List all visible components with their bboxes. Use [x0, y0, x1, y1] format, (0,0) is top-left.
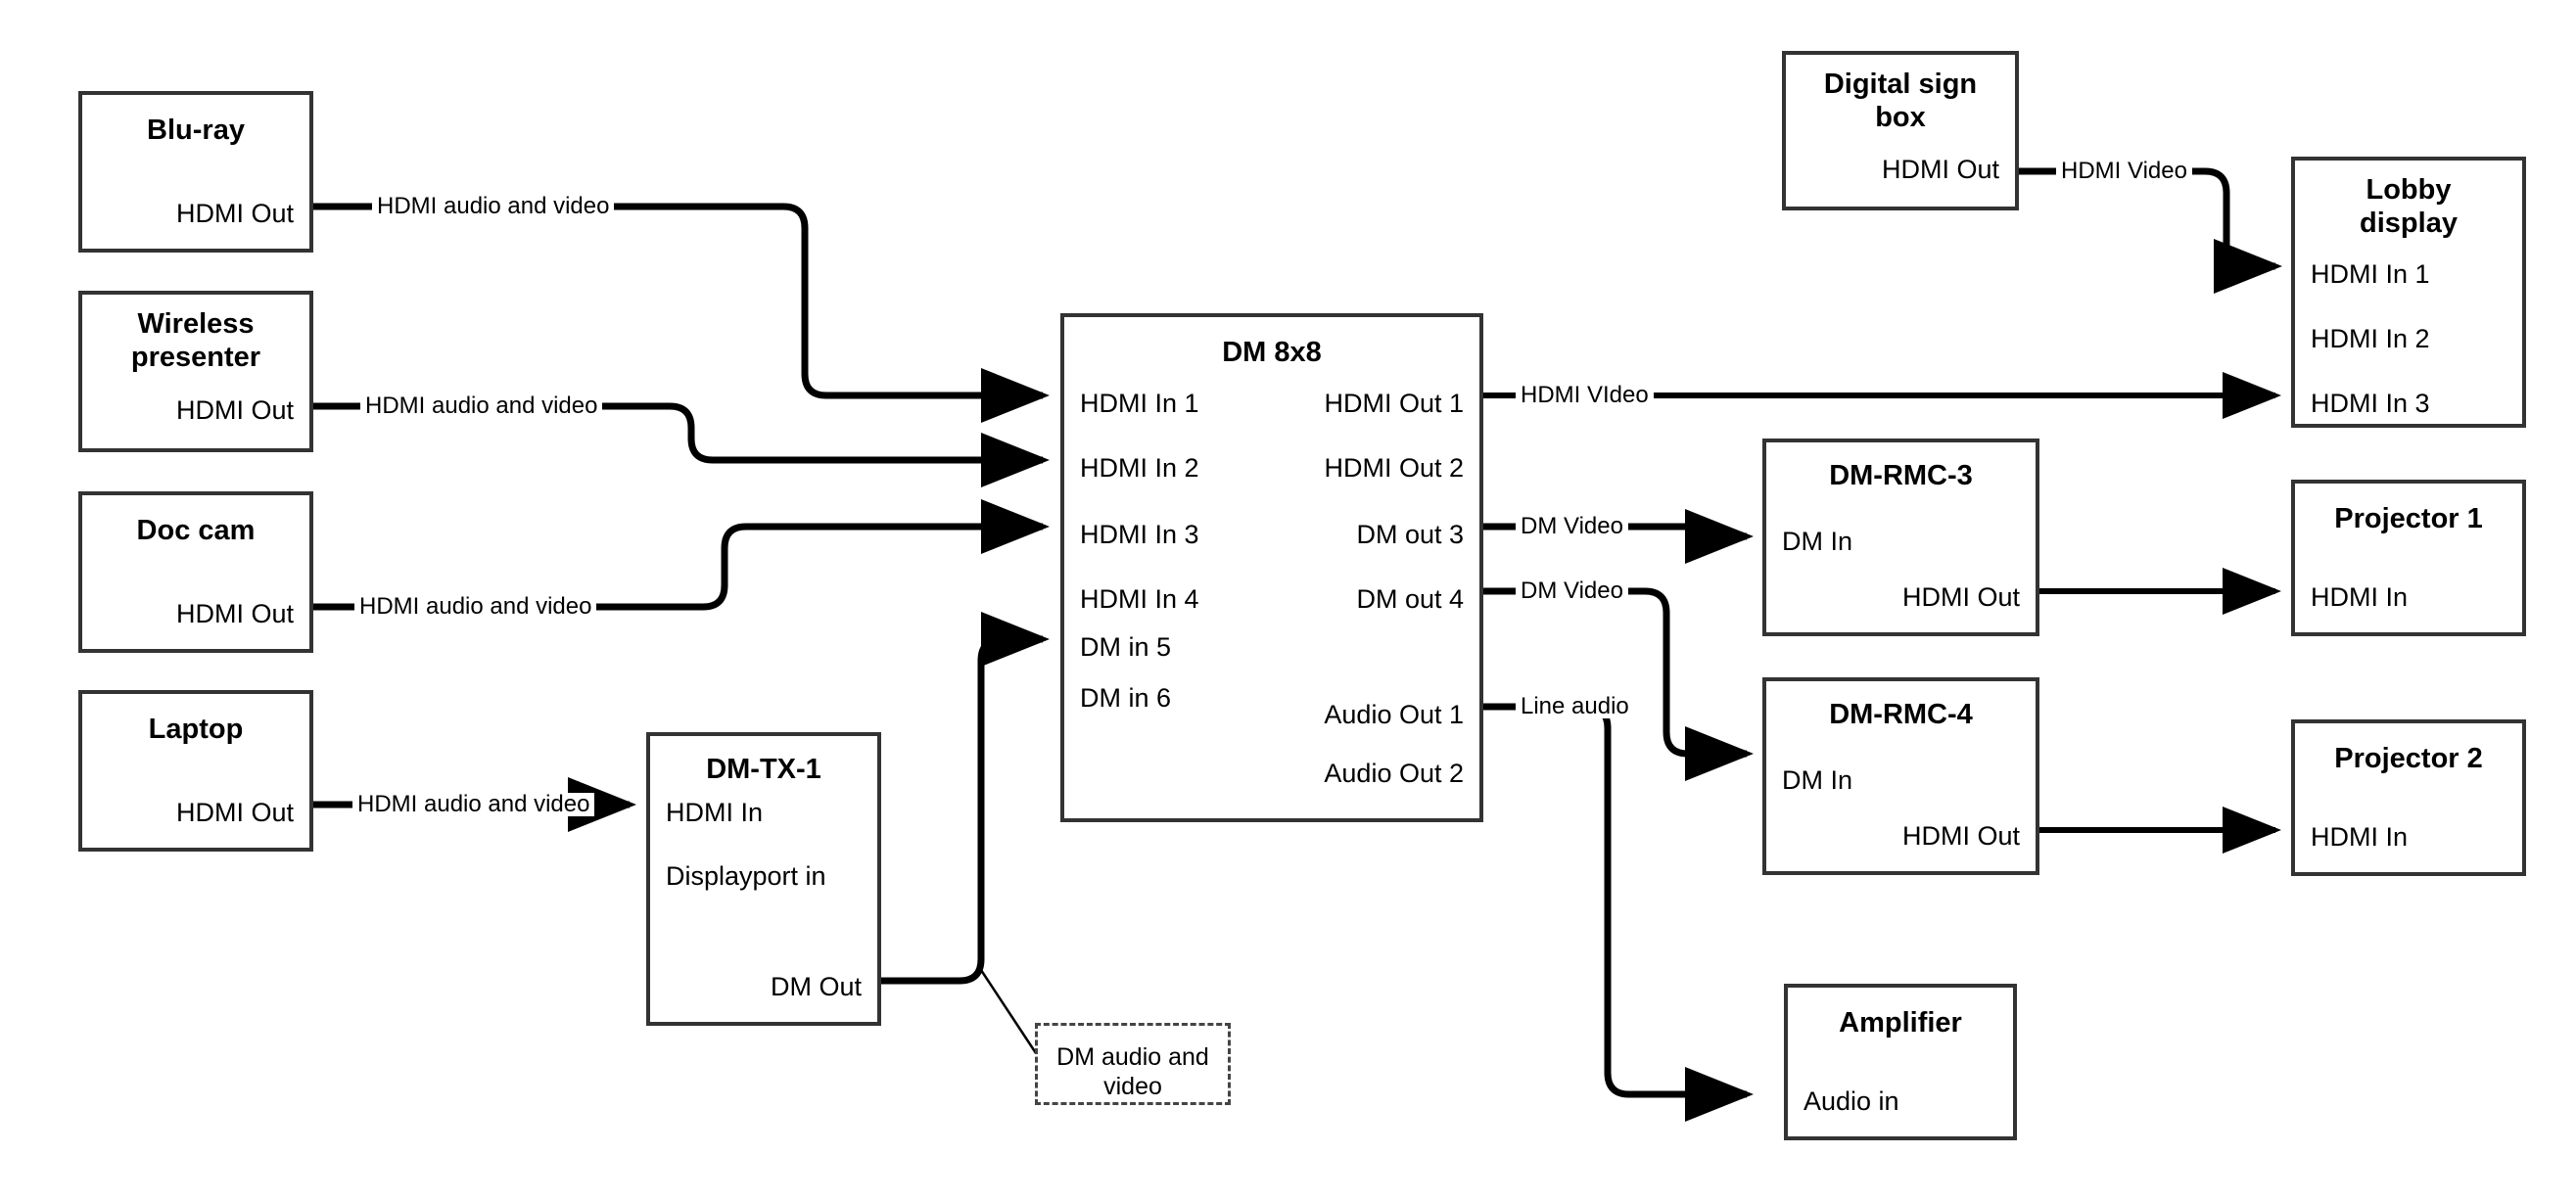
node-dm-8x8-output-hdmi-out-1: HDMI Out 1 [1324, 389, 1464, 418]
node-amplifier-title: Amplifier [1839, 1007, 1962, 1039]
node-dm-8x8-output-dm-out-4: DM out 4 [1356, 584, 1464, 614]
node-dm-tx-1-port-displayport-in: Displayport in [666, 861, 826, 891]
node-projector-2-title: Projector 2 [2334, 743, 2483, 774]
node-doc-cam-title: Doc cam [136, 515, 256, 546]
node-digital-sign-box-title-line2: box [1875, 102, 1926, 133]
node-dm-8x8-input-hdmi-in-2: HDMI In 2 [1080, 453, 1199, 483]
node-dm-8x8-input-dm-in-5: DM in 5 [1080, 632, 1172, 662]
node-dm-rmc-3-title: DM-RMC-3 [1829, 460, 1973, 491]
node-wireless-presenter[interactable]: Wireless presenter HDMI Out [78, 291, 313, 452]
node-doc-cam[interactable]: Doc cam HDMI Out [78, 491, 313, 653]
wire-label-laptop: HDMI audio and video [352, 793, 595, 816]
node-dm-8x8-input-hdmi-in-1: HDMI In 1 [1080, 389, 1199, 418]
node-dm-rmc-3-port-dm-in: DM In [1782, 527, 1853, 556]
node-dm-8x8-output-dm-out-3: DM out 3 [1356, 520, 1464, 549]
node-lobby-display-title-line1: Lobby [2365, 174, 2452, 206]
node-wireless-presenter-title-line2: presenter [130, 342, 261, 373]
node-laptop-title: Laptop [148, 714, 244, 745]
wire-dm8x8-audio1-to-amp [1483, 703, 1754, 1122]
callout-line1: DM audio and [1056, 1043, 1209, 1071]
node-dm-8x8-input-dm-in-6: DM in 6 [1080, 683, 1172, 713]
node-bluray-port-hdmi-out: HDMI Out [175, 199, 294, 228]
node-projector-2-port-hdmi-in: HDMI In [2311, 822, 2409, 852]
node-doc-cam-port-hdmi-out: HDMI Out [175, 599, 294, 628]
node-dm-8x8-input-hdmi-in-4: HDMI In 4 [1080, 584, 1199, 614]
node-projector-1-port-hdmi-in: HDMI In [2311, 582, 2409, 612]
node-lobby-display-title-line2: display [2360, 208, 2458, 239]
callout-line2: video [1103, 1073, 1162, 1100]
node-lobby-display-input-hdmi-in-3: HDMI In 3 [2311, 389, 2430, 418]
node-digital-sign-box-port-hdmi-out: HDMI Out [1881, 155, 1999, 184]
node-bluray-title: Blu-ray [147, 115, 245, 146]
wire-label-doccam: HDMI audio and video [354, 595, 597, 619]
node-dm-rmc-4-port-hdmi-out: HDMI Out [1901, 821, 2020, 851]
node-lobby-display-input-hdmi-in-2: HDMI In 2 [2311, 324, 2430, 353]
wire-label-wireless: HDMI audio and video [360, 394, 603, 418]
node-lobby-display[interactable]: Lobby display HDMI In 1 HDMI In 2 HDMI I… [2291, 157, 2526, 428]
node-projector-1-title: Projector 1 [2334, 503, 2483, 534]
node-laptop[interactable]: Laptop HDMI Out [78, 690, 313, 852]
node-amplifier[interactable]: Amplifier Audio in [1784, 984, 2017, 1140]
node-wireless-presenter-title-line1: Wireless [137, 308, 255, 340]
node-dm-tx-1-port-dm-out: DM Out [770, 972, 862, 1001]
callout-dm-audio-and-video: DM audio and video [1035, 1023, 1231, 1105]
wire-label-line-audio: Line audio [1516, 695, 1634, 718]
node-dm-rmc-4-title: DM-RMC-4 [1829, 699, 1973, 730]
node-dm-rmc-3-port-hdmi-out: HDMI Out [1901, 582, 2020, 612]
node-digital-sign-box-title-line1: Digital sign [1823, 69, 1978, 100]
node-dm-8x8-title: DM 8x8 [1222, 337, 1322, 368]
node-lobby-display-input-hdmi-in-1: HDMI In 1 [2311, 259, 2430, 289]
node-bluray[interactable]: Blu-ray HDMI Out [78, 91, 313, 253]
wire-dm8x8-out4-to-rmc4 [1483, 587, 1754, 781]
wire-label-hdmi-video-lobby: HDMI VIdeo [1516, 384, 1654, 407]
wire-label-dm-video-4: DM Video [1516, 579, 1628, 603]
node-dm-rmc-3[interactable]: DM-RMC-3 DM In HDMI Out [1762, 439, 2039, 636]
node-dm-tx-1-title: DM-TX-1 [706, 754, 821, 785]
node-projector-2[interactable]: Projector 2 HDMI In [2291, 719, 2526, 876]
wire-sign-to-lobby [2019, 167, 2282, 294]
wire-label-sign-hdmi-video: HDMI Video [2056, 160, 2192, 183]
node-dm-rmc-4[interactable]: DM-RMC-4 DM In HDMI Out [1762, 677, 2039, 875]
wire-dmtx1-to-dm8x8 [881, 612, 1050, 985]
wire-bluray-to-dm8x8 [313, 203, 1050, 423]
node-dm-8x8-input-hdmi-in-3: HDMI In 3 [1080, 520, 1199, 549]
node-dm-8x8-output-audio-out-2: Audio Out 2 [1324, 759, 1464, 788]
wire-label-dm-video-3: DM Video [1516, 515, 1628, 538]
node-digital-sign-box[interactable]: Digital sign box HDMI Out [1782, 51, 2019, 210]
wire-label-bluray: HDMI audio and video [372, 195, 615, 218]
node-dm-rmc-4-port-dm-in: DM In [1782, 765, 1853, 795]
node-wireless-presenter-port-hdmi-out: HDMI Out [175, 395, 294, 425]
node-dm-tx-1[interactable]: DM-TX-1 HDMI In Displayport in DM Out [646, 732, 881, 1026]
node-dm-8x8-output-audio-out-1: Audio Out 1 [1324, 700, 1464, 729]
node-laptop-port-hdmi-out: HDMI Out [175, 798, 294, 827]
node-dm-8x8-output-hdmi-out-2: HDMI Out 2 [1324, 453, 1464, 483]
node-projector-1[interactable]: Projector 1 HDMI In [2291, 480, 2526, 636]
node-dm-tx-1-port-hdmi-in: HDMI In [666, 798, 764, 827]
node-amplifier-port-audio-in: Audio in [1803, 1086, 1899, 1116]
wire-callout-leader [977, 966, 1042, 1060]
node-dm-8x8[interactable]: DM 8x8 HDMI In 1 HDMI In 2 HDMI In 3 HDM… [1060, 313, 1483, 822]
